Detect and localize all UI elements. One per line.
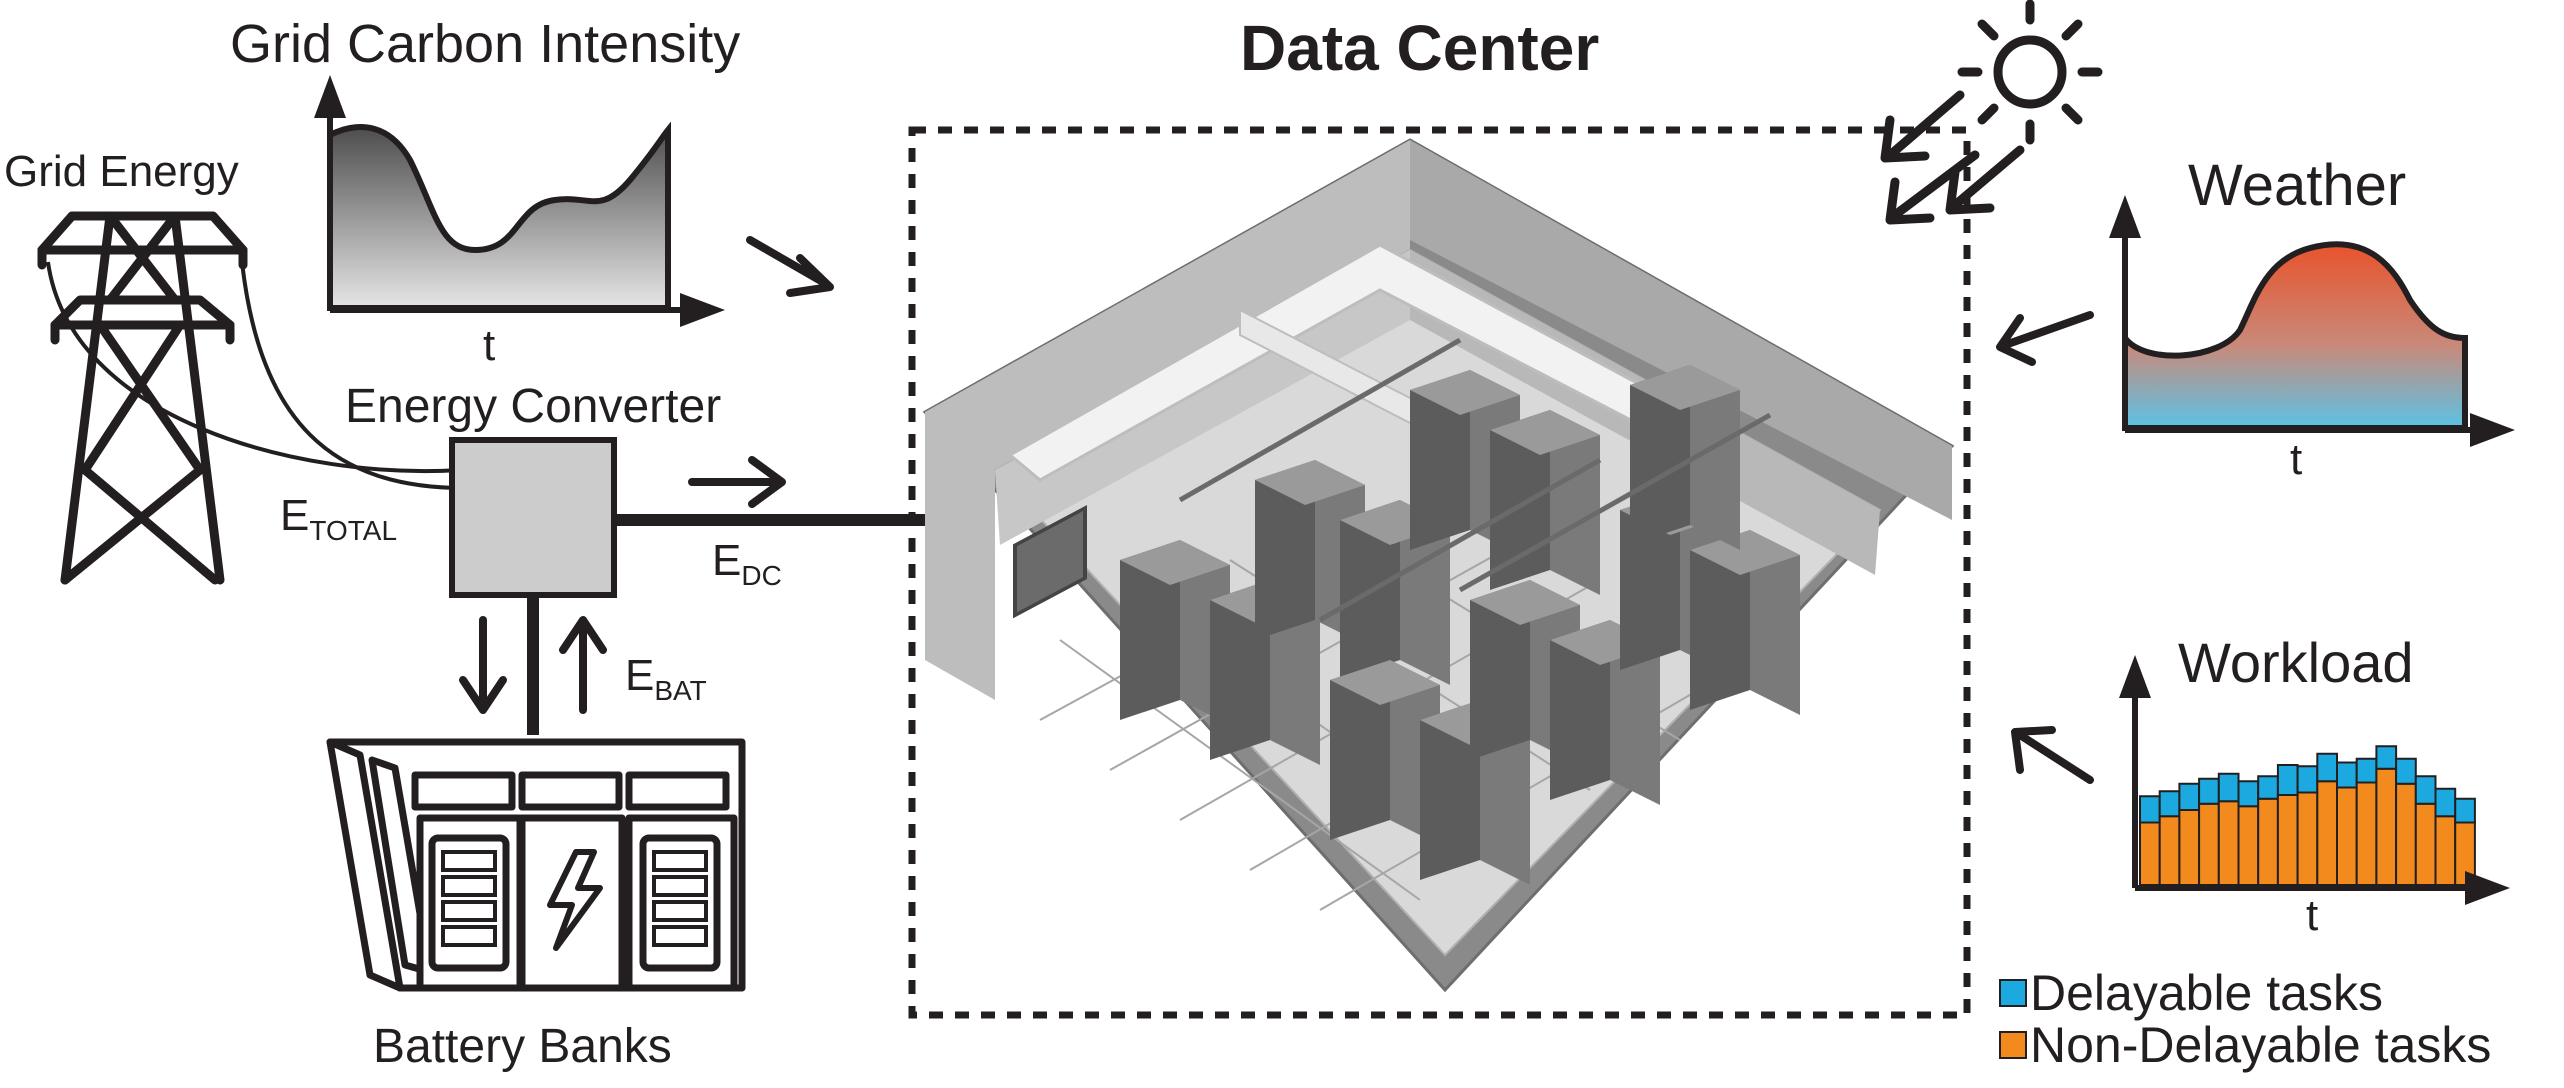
workload-bar-non-delayable	[2316, 780, 2339, 886]
power-wire	[240, 261, 471, 491]
workload-bar-non-delayable	[2336, 786, 2358, 886]
workload-time-axis-label: t	[2306, 891, 2318, 940]
weather-label: Weather	[2188, 153, 2406, 218]
workload-bar-delayable	[2276, 764, 2299, 796]
carbon-x-axis-arrowhead	[680, 293, 725, 327]
carbon-chart-axes	[327, 85, 715, 313]
carbon-time-axis-label: t	[483, 321, 495, 370]
grid-energy-label: Grid Energy	[4, 147, 239, 196]
workload-label: Workload	[2178, 631, 2414, 694]
energy-converter-label: Energy Converter	[345, 380, 721, 433]
sun-icon	[1957, 0, 2103, 145]
sun-rays-arrows	[1880, 90, 2025, 225]
workload-bar-delayable	[2217, 772, 2240, 803]
workload-bar-delayable	[2316, 752, 2339, 783]
workload-bar-delayable	[2237, 780, 2260, 808]
data-center-title: Data Center	[1240, 12, 1599, 84]
workload-bar-delayable	[2139, 795, 2161, 824]
workload-bar-non-delayable	[2178, 809, 2201, 886]
energy-converter-box	[449, 437, 617, 598]
workload-bar-non-delayable	[2257, 797, 2279, 886]
legend-label-non-delayable: Non-Delayable tasks	[2030, 1017, 2491, 1073]
workload-bar-delayable	[2336, 761, 2358, 789]
e-dc-label: EDC	[712, 536, 782, 591]
carbon-y-axis-arrowhead	[314, 75, 346, 118]
workload-bar-delayable	[2257, 775, 2279, 800]
e-bat-label: EBAT	[625, 651, 707, 706]
workload-bar-non-delayable	[2395, 782, 2417, 886]
workload-bar-non-delayable	[2237, 805, 2260, 886]
workload-bar-non-delayable	[2414, 802, 2437, 886]
workload-bar-non-delayable	[2296, 791, 2319, 886]
server-racks	[1120, 337, 1800, 885]
legend-label-delayable: Delayable tasks	[2030, 965, 2383, 1021]
weather-to-datacenter-arrow	[1996, 311, 2094, 366]
server-rack-icon	[1690, 530, 1800, 715]
workload-bar-non-delayable	[2355, 781, 2378, 886]
weather-y-axis-arrowhead	[2109, 195, 2141, 238]
workload-y-axis-arrowhead	[2119, 655, 2151, 698]
workload-bar-delayable	[2355, 757, 2378, 784]
workload-bar-delayable	[2414, 775, 2437, 805]
workload-chart-axes	[2132, 665, 2495, 891]
workload-x-axis-arrowhead	[2465, 871, 2510, 905]
weather-time-axis-label: t	[2290, 435, 2302, 484]
transmission-tower-icon	[37, 211, 248, 585]
workload-bar-delayable	[2454, 797, 2476, 824]
workload-bar-delayable	[2296, 765, 2319, 794]
server-rack-icon	[1255, 460, 1365, 645]
weather-area	[2122, 241, 2468, 431]
grid-carbon-intensity-label: Grid Carbon Intensity	[230, 14, 740, 74]
battery-cells	[441, 850, 708, 947]
discharge-arrow-up	[559, 616, 607, 714]
legend-swatch-non-delayable	[1999, 1031, 2027, 1059]
legend: Delayable tasks Non-Delayable tasks	[1999, 965, 2491, 1073]
workload-bar-delayable	[2375, 745, 2398, 770]
workload-bar-non-delayable	[2158, 815, 2181, 886]
workload-bar-non-delayable	[2276, 794, 2299, 886]
carbon-intensity-area	[327, 121, 671, 311]
lightning-bolt-icon	[547, 849, 603, 951]
workload-bar-non-delayable	[2198, 802, 2220, 886]
workload-bars	[2139, 745, 2476, 886]
e-total-label: ETOTAL	[280, 491, 397, 546]
workload-bar-delayable	[2198, 777, 2220, 805]
charge-arrow-down	[459, 616, 507, 714]
battery-banks-label: Battery Banks	[373, 1020, 672, 1073]
workload-bar-non-delayable	[2375, 767, 2398, 886]
workload-bar-non-delayable	[2217, 800, 2240, 886]
workload-bar-non-delayable	[2139, 821, 2161, 886]
server-rack-icon	[1630, 365, 1740, 550]
data-center-boundary	[908, 126, 1971, 1019]
dc-flow-arrow	[688, 456, 786, 508]
weather-x-axis-arrowhead	[2470, 413, 2515, 447]
workload-bar-delayable	[2158, 790, 2181, 818]
workload-bar-non-delayable	[2434, 815, 2457, 886]
power-wire	[46, 261, 461, 474]
workload-to-datacenter-arrow	[2011, 726, 2094, 784]
server-rack-icon	[1490, 410, 1600, 595]
carbon-to-datacenter-arrow	[746, 236, 834, 297]
workload-bar-delayable	[2395, 757, 2417, 785]
workload-bar-delayable	[2178, 782, 2201, 811]
workload-bar-delayable	[2434, 787, 2457, 818]
weather-chart-axes	[2122, 205, 2500, 433]
legend-swatch-delayable	[1999, 979, 2027, 1007]
